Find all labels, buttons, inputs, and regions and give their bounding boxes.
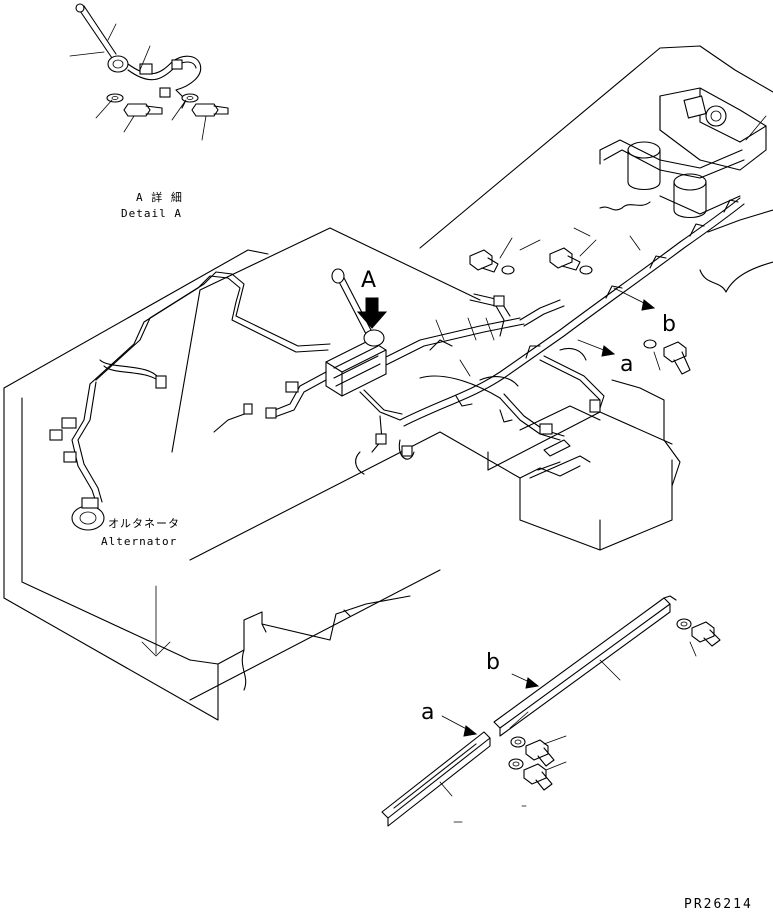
detail-a-inset	[69, 3, 229, 141]
lower-bar-assembly	[381, 595, 721, 827]
ref-marker-b-lower: b	[486, 650, 500, 675]
main-harness	[49, 197, 745, 531]
alternator-label-ja: オルタネータ	[108, 517, 180, 530]
drawing-code: PR26214	[684, 897, 753, 912]
alternator-label-en: Alternator	[101, 535, 178, 548]
ref-marker-a-lower: a	[421, 700, 435, 725]
air-intake-assembly	[599, 87, 767, 219]
ref-marker-b-upper: b	[662, 312, 676, 337]
detail-a-label-ja: A 詳 細	[136, 191, 183, 204]
detail-a-label-en: Detail A	[121, 207, 182, 220]
engine-body-outline	[3, 45, 773, 721]
view-arrow-a	[356, 297, 388, 329]
upper-fasteners	[469, 235, 691, 375]
ref-marker-a-upper: a	[620, 352, 634, 377]
view-marker-a: A	[361, 268, 377, 293]
